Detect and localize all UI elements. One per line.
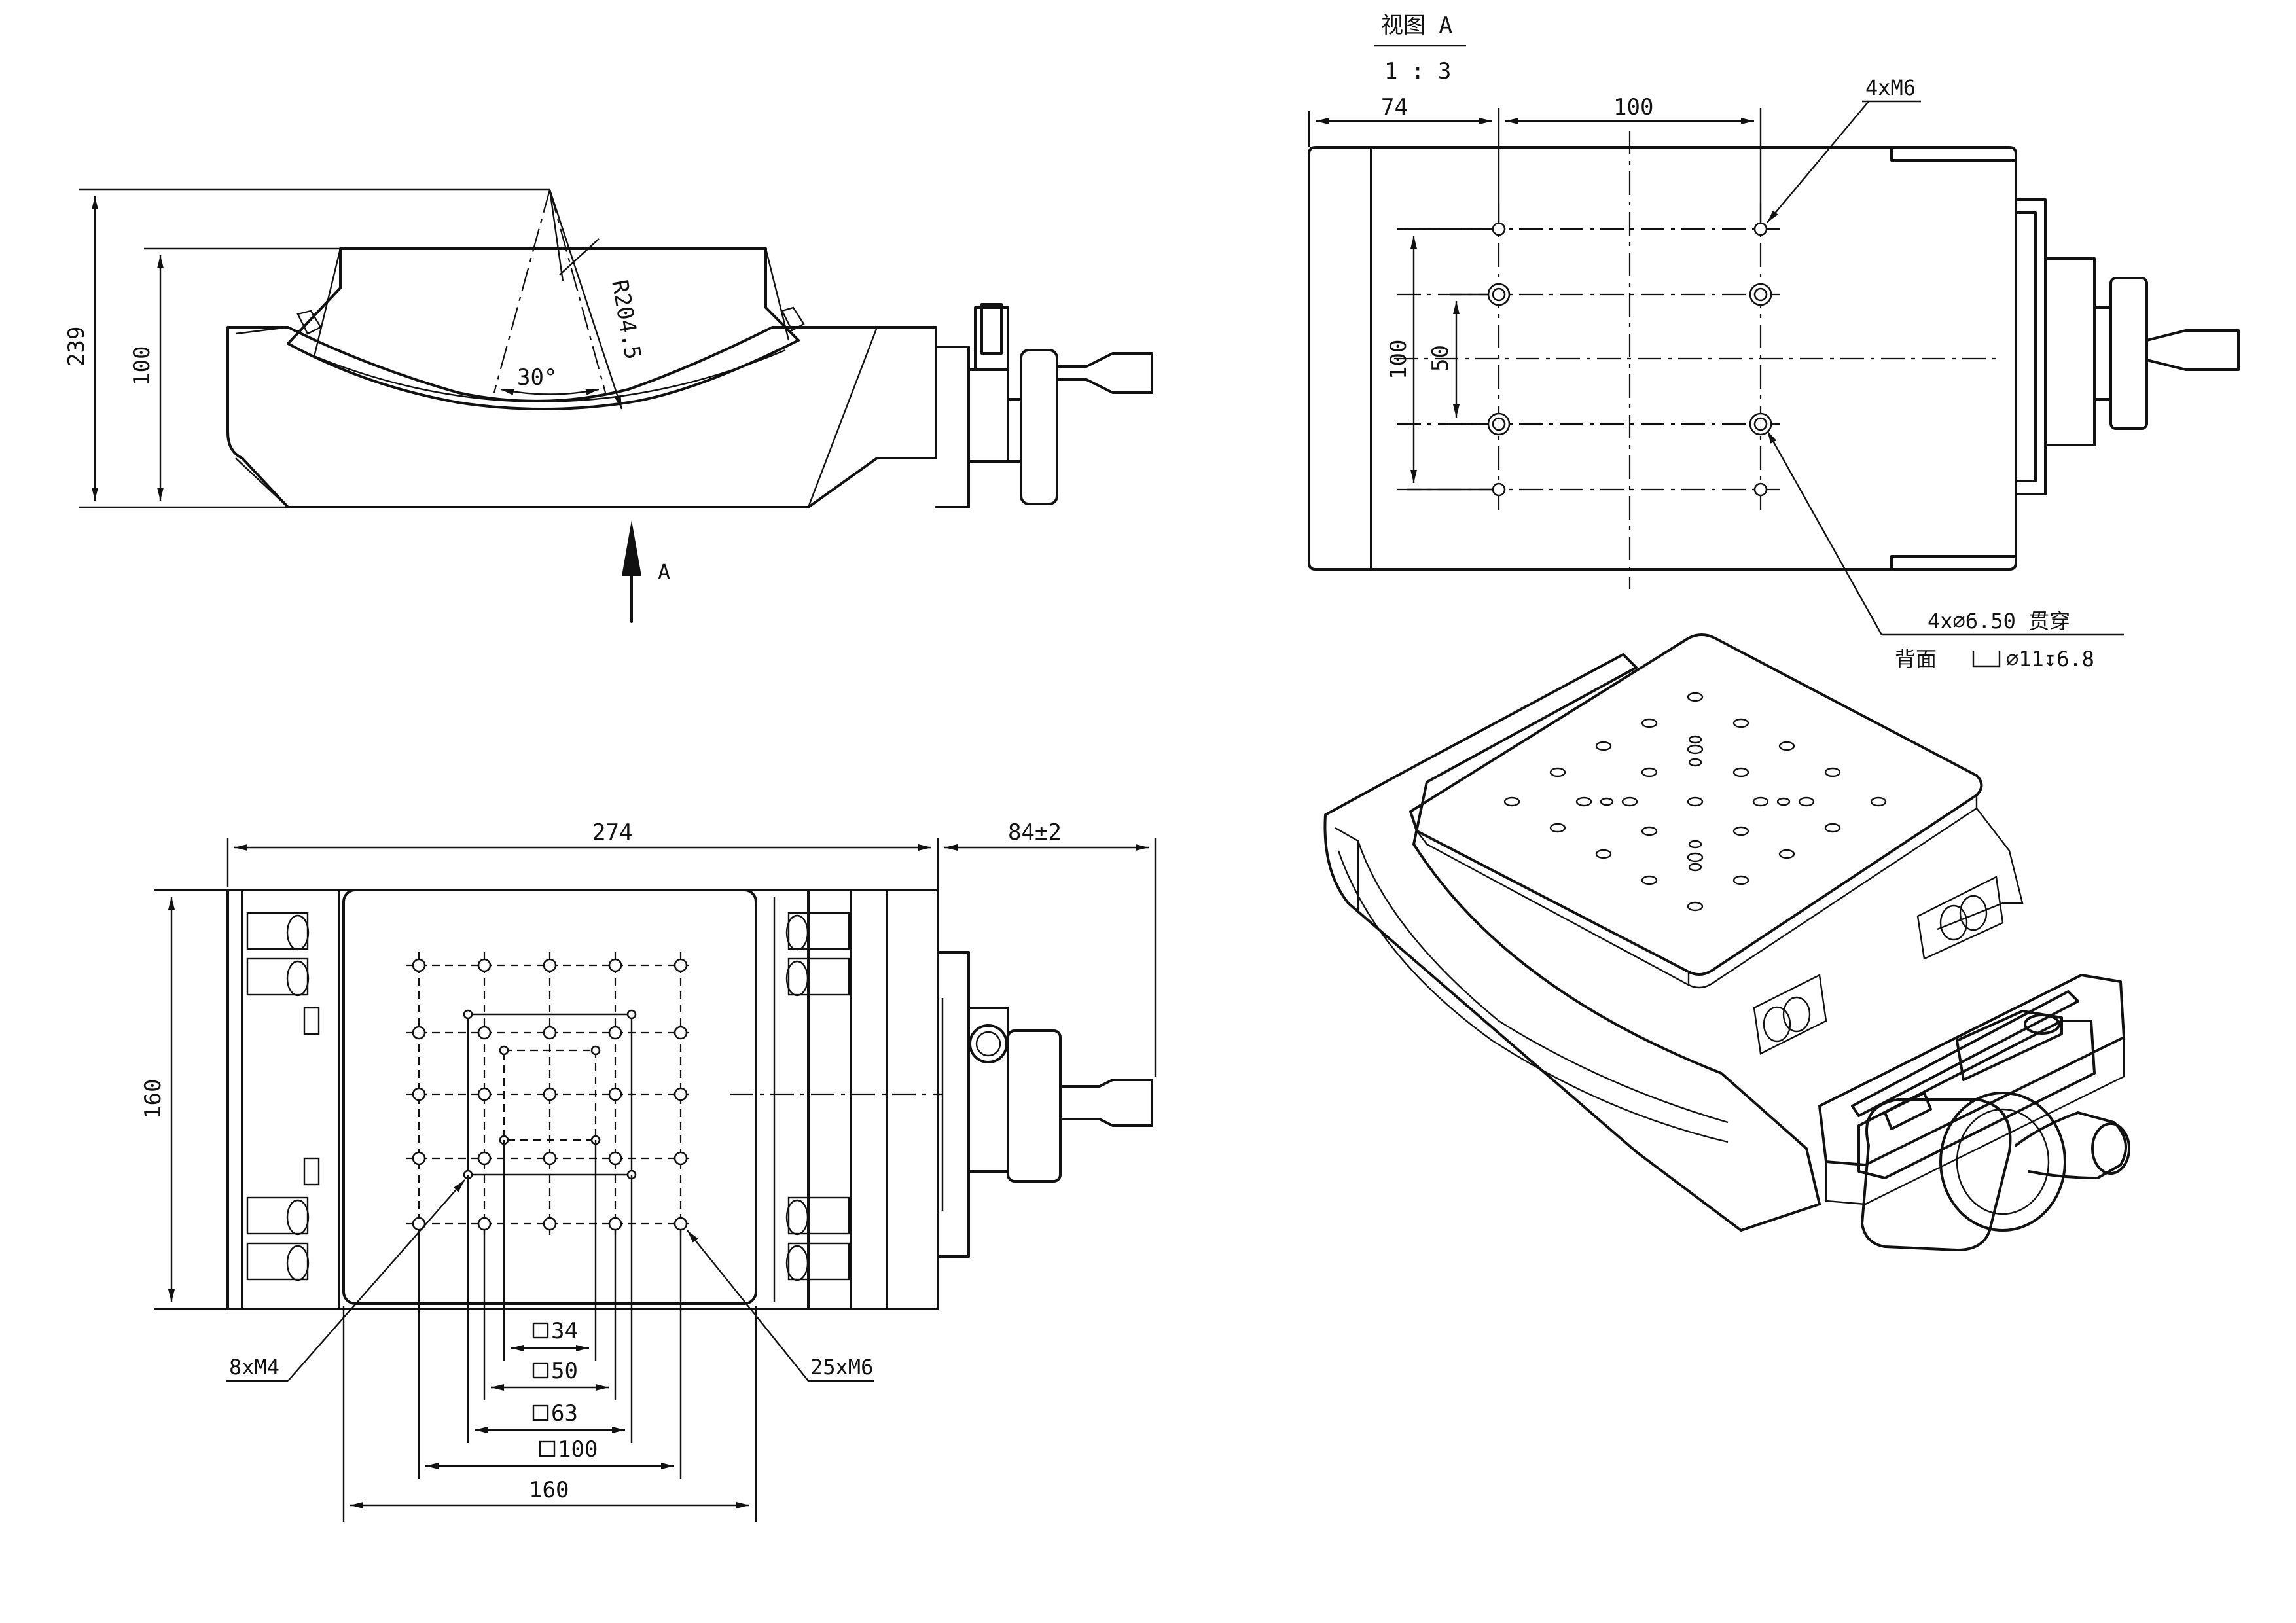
sq-34: 34 [551,1318,578,1344]
dim-160-bottom: 160 [529,1477,569,1503]
m6-holes [412,958,688,1231]
dim-50-vert: 50 [1427,345,1454,372]
view-a-title: 视图 A [1381,12,1452,39]
top-view: 274 84±2 160 34 50 63 100 160 8xM [140,819,1157,1522]
callout-through-hole: 4x⌀6.50 贯穿 [1928,609,2070,633]
angle-30: 30° [517,365,557,391]
dim-274: 274 [592,819,632,846]
dim-74: 74 [1381,94,1408,120]
radius-r204-5: R204.5 [606,278,646,362]
view-arrow [622,520,641,576]
isometric-view [1323,633,2130,1251]
view-marker-a: A [658,560,670,584]
callout-back-face: 背面 [1895,647,1937,671]
dim-100-vert-view-a: 100 [1386,340,1412,380]
sq-63: 63 [551,1400,578,1427]
sq-50: 50 [551,1358,578,1384]
dim-100-view-a: 100 [1613,94,1653,120]
side-view: 239 100 30° R204.5 A [63,188,1153,623]
table-holes [1503,692,1887,912]
roller-set-right [785,912,850,1281]
sq-100: 100 [558,1436,598,1463]
callout-4xm6: 4xM6 [1865,75,1916,100]
view-a: 视图 A 1 : 3 7 [1308,12,2240,671]
dim-160-vert: 160 [140,1079,166,1119]
callout-counterbore: ⌀11↧6.8 [2006,647,2094,671]
roller-set-left [246,912,320,1281]
dim-100-side: 100 [129,346,155,386]
dim-84: 84±2 [1008,819,1062,846]
view-a-scale: 1 : 3 [1384,58,1451,84]
callout-25xm6: 25xM6 [810,1355,873,1380]
dim-239: 239 [63,327,90,366]
callout-8xm4: 8xM4 [229,1355,279,1380]
